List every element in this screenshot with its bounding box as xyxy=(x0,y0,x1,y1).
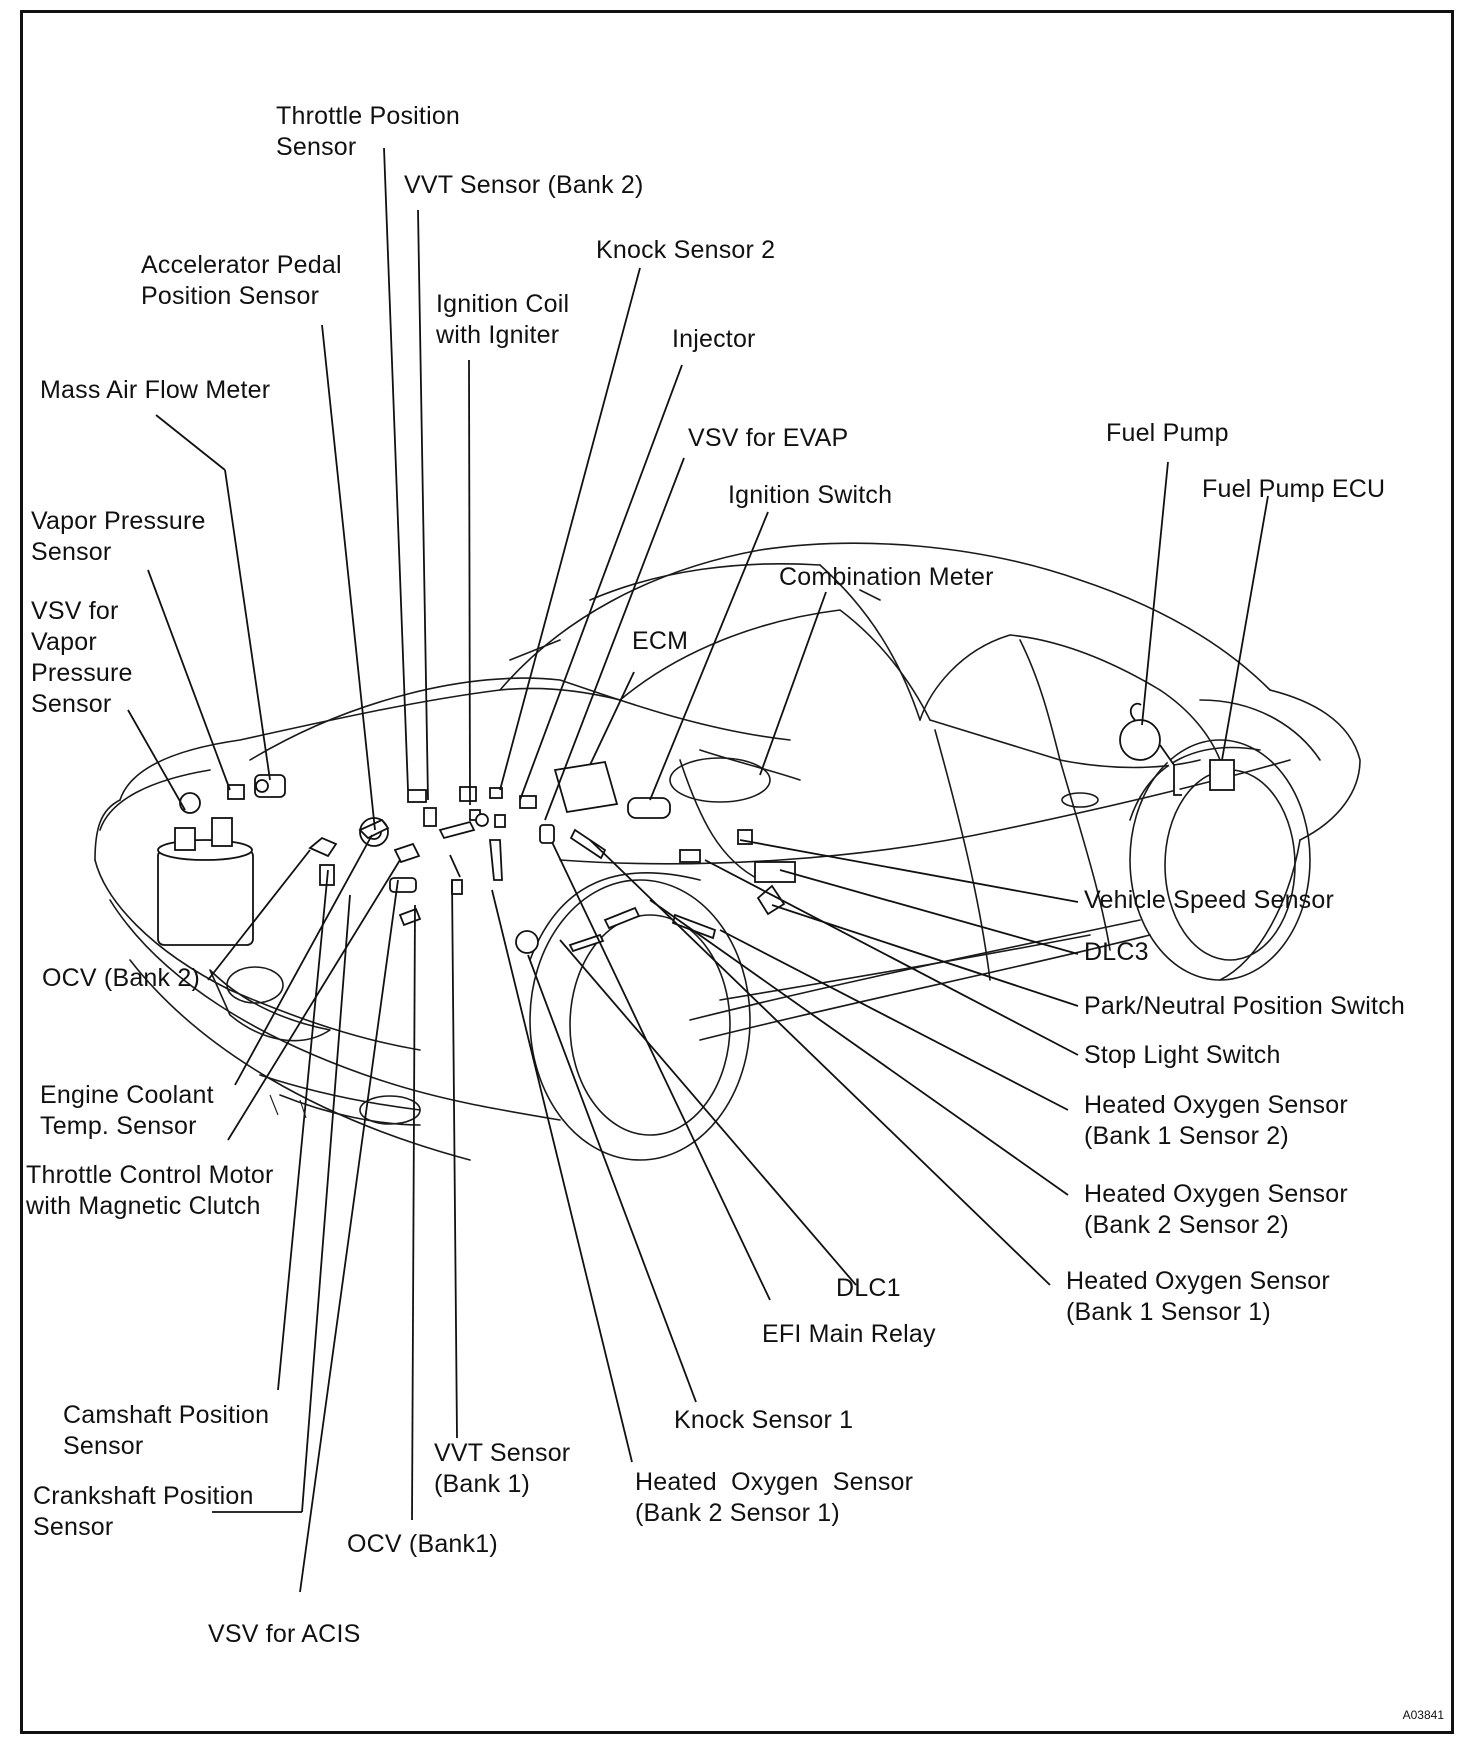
label-vsv-for-acis: VSV for ACIS xyxy=(208,1620,361,1648)
label-knock-sensor-1: Knock Sensor 1 xyxy=(674,1406,854,1434)
label-stop-light-switch: Stop Light Switch xyxy=(1084,1041,1281,1069)
car-body-outline xyxy=(94,542,1361,1161)
label-ocv-bank2: OCV (Bank 2) xyxy=(42,964,201,992)
label-fuel-pump-ecu: Fuel Pump ECU xyxy=(1202,475,1386,503)
engine-components xyxy=(157,702,1235,954)
label-ecm: ECM xyxy=(632,627,689,655)
label-mass-air-flow-meter: Mass Air Flow Meter xyxy=(40,376,271,404)
label-accelerator-pedal-position-sensor: Accelerator Pedal Position Sensor xyxy=(141,251,342,310)
diagram-frame xyxy=(20,10,1454,1734)
label-combination-meter: Combination Meter xyxy=(779,563,994,591)
label-efi-main-relay: EFI Main Relay xyxy=(762,1320,936,1348)
label-ignition-coil: Ignition Coil with Igniter xyxy=(436,290,570,349)
label-dlc3: DLC3 xyxy=(1084,938,1149,966)
label-ho2s-bank1-sensor1: Heated Oxygen Sensor (Bank 1 Sensor 1) xyxy=(1066,1267,1330,1326)
label-engine-coolant-temp-sensor: Engine Coolant Temp. Sensor xyxy=(40,1081,214,1140)
label-ho2s-bank1-sensor2: Heated Oxygen Sensor (Bank 1 Sensor 2) xyxy=(1084,1091,1348,1150)
label-vehicle-speed-sensor: Vehicle Speed Sensor xyxy=(1084,886,1335,914)
label-throttle-control-motor: Throttle Control Motor with Magnetic Clu… xyxy=(26,1161,274,1220)
label-injector: Injector xyxy=(672,325,756,353)
label-park-neutral-position-switch: Park/Neutral Position Switch xyxy=(1084,992,1406,1020)
label-knock-sensor-2: Knock Sensor 2 xyxy=(596,236,776,264)
label-ocv-bank1: OCV (Bank1) xyxy=(347,1530,498,1558)
label-dlc1: DLC1 xyxy=(836,1274,901,1302)
figure-code: A03841 xyxy=(1402,1708,1444,1722)
label-ho2s-bank2-sensor2: Heated Oxygen Sensor (Bank 2 Sensor 2) xyxy=(1084,1180,1348,1239)
label-vsv-for-evap: VSV for EVAP xyxy=(688,424,849,452)
label-ignition-switch: Ignition Switch xyxy=(728,481,893,509)
label-vvt-sensor-bank1: VVT Sensor (Bank 1) xyxy=(434,1439,571,1498)
label-ho2s-bank2-sensor1: Heated Oxygen Sensor (Bank 2 Sensor 1) xyxy=(635,1468,914,1527)
label-camshaft-position-sensor: Camshaft Position Sensor xyxy=(63,1401,270,1460)
label-throttle-position-sensor: Throttle Position Sensor xyxy=(276,102,461,161)
label-vapor-pressure-sensor: Vapor Pressure Sensor xyxy=(31,507,206,566)
label-vsv-for-vapor-pressure-sensor: VSV for Vapor Pressure Sensor xyxy=(31,597,133,718)
label-fuel-pump: Fuel Pump xyxy=(1106,419,1229,447)
label-crankshaft-position-sensor: Crankshaft Position Sensor xyxy=(33,1482,254,1541)
leader-lines xyxy=(127,147,1269,1593)
label-vvt-sensor-bank2: VVT Sensor (Bank 2) xyxy=(404,171,644,199)
